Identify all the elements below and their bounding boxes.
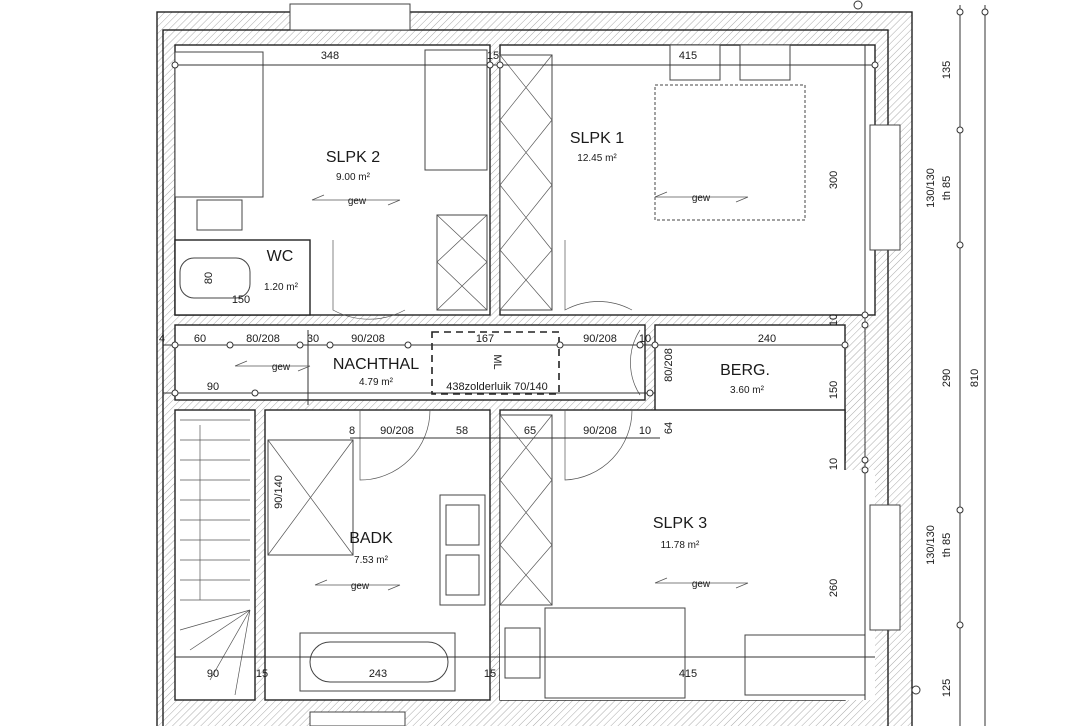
- bed-slpk1: [654, 44, 806, 221]
- room-area-slpk3: 11.78 m²: [661, 540, 700, 551]
- floor-label: gew: [272, 362, 291, 373]
- wardrobe-slpk1: [499, 54, 553, 311]
- shower: [267, 439, 354, 556]
- dim-hall-bottom: 90/208: [583, 425, 617, 437]
- dim-bottom: 415: [679, 668, 697, 680]
- dim-hall-top: 30: [307, 333, 319, 345]
- dim-hall-top: 4: [159, 333, 165, 345]
- dim-hall-top: 90/208: [583, 333, 617, 345]
- dim-outer-right: 125: [941, 679, 953, 697]
- bed-slpk2: [174, 51, 264, 231]
- dim-inner-right: 260: [828, 579, 840, 597]
- bathtub-basin: [309, 641, 449, 683]
- doors: [332, 240, 641, 481]
- desk: [424, 49, 488, 171]
- window-slpk3: [869, 504, 901, 631]
- room-name-slpk2: SLPK 2: [326, 149, 380, 166]
- dim-hall-top: 10: [639, 333, 651, 345]
- dim-total: 810: [969, 369, 981, 387]
- dim-top: 415: [679, 50, 697, 62]
- room-name-badk: BADK: [349, 530, 393, 547]
- floor-direction-arrows: [234, 191, 749, 591]
- dim-berg-door: 80/208: [663, 348, 675, 382]
- dim-hall-top: 240: [758, 333, 776, 345]
- attic-hatch: [431, 331, 560, 395]
- room-area-nachthal: 4.79 m²: [359, 377, 394, 388]
- floor-label: gew: [348, 196, 367, 207]
- window-slpk1: [869, 124, 901, 251]
- floor-label: gew: [351, 581, 370, 592]
- dim-outer-right: 135: [941, 61, 953, 79]
- dim-hall-bottom: 10: [639, 425, 651, 437]
- dim-hall-top: 167: [476, 333, 494, 345]
- dim-inner-right: 300: [828, 171, 840, 189]
- room-name-slpk1: SLPK 1: [570, 130, 624, 147]
- sinks: [439, 494, 486, 606]
- wardrobe-slpk2: [424, 49, 488, 311]
- room-area-slpk2: 9.00 m²: [336, 172, 371, 183]
- room-name-berg: BERG.: [720, 362, 770, 379]
- window-top: [289, 3, 411, 31]
- stairs: [179, 419, 251, 696]
- room-nachthal: [174, 324, 646, 401]
- attic-hatch-label: 438zolderluik 70/140: [446, 381, 548, 393]
- dim-bottom: 15: [256, 668, 268, 680]
- dim-wc: 80: [203, 272, 215, 284]
- wardrobe-slpk3: [499, 414, 553, 606]
- toilet: [179, 257, 251, 299]
- room-area-berg: 3.60 m²: [730, 385, 765, 396]
- room-area-wc: 1.20 m²: [264, 282, 299, 293]
- dim-shower: 90/140: [273, 475, 285, 509]
- dim-inner-right: 10: [828, 314, 840, 326]
- dim-hall-left: 90: [207, 381, 219, 393]
- dim-hall-top: 90/208: [351, 333, 385, 345]
- floor-label: gew: [692, 579, 711, 590]
- dim-outer-right: th 85: [941, 533, 953, 557]
- staircase: [174, 409, 256, 701]
- dim-hall-top: 80/208: [246, 333, 280, 345]
- dim-outer-right: th 85: [941, 176, 953, 200]
- dim-hall-bottom: 64: [663, 422, 675, 434]
- room-area-slpk1: 12.45 m²: [577, 153, 617, 164]
- dimension-lines: [163, 5, 986, 726]
- dim-bottom: 15: [484, 668, 496, 680]
- dim-hall-bottom: 90/208: [380, 425, 414, 437]
- dim-bottom: 90: [207, 668, 219, 680]
- dimension-ticks: [171, 0, 989, 695]
- dim-outer-right: 290: [941, 369, 953, 387]
- room-name-slpk3: SLPK 3: [653, 515, 707, 532]
- dim-outer-right: 130/130: [925, 525, 937, 565]
- window-bottom: [309, 711, 406, 726]
- dim-top: 348: [321, 50, 339, 62]
- dim-hall-bottom: 8: [349, 425, 355, 437]
- dim-inner-right: 150: [828, 381, 840, 399]
- dim-hall-bottom: 58: [456, 425, 468, 437]
- ml-label: ML: [491, 354, 503, 369]
- dim-inner-right: 10: [828, 458, 840, 470]
- dim-hall-top: 60: [194, 333, 206, 345]
- dim-wc: 150: [232, 294, 250, 306]
- room-name-nachthal: NACHTHAL: [333, 356, 419, 373]
- room-area-badk: 7.53 m²: [354, 555, 389, 566]
- bed-slpk3: [504, 607, 866, 699]
- floor-label: gew: [692, 193, 711, 204]
- room-name-wc: WC: [267, 248, 294, 265]
- dim-hall-bottom: 65: [524, 425, 536, 437]
- dim-top: 15: [487, 50, 499, 62]
- dim-bath: 243: [369, 668, 387, 680]
- dim-outer-right: 130/130: [925, 168, 937, 208]
